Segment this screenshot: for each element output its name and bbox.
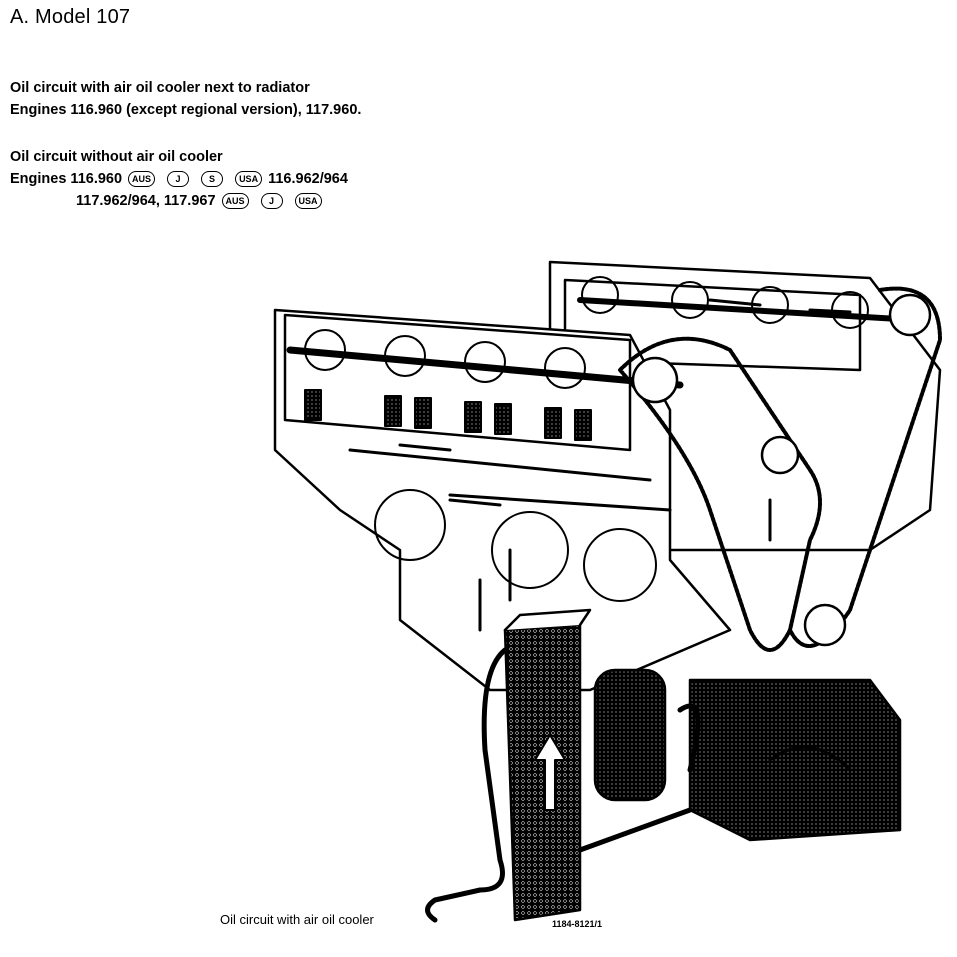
- page-heading: A. Model 107: [10, 6, 131, 28]
- region-badge-usa-2: USA: [294, 193, 322, 209]
- timing-chain: [618, 286, 942, 652]
- without-cooler-title: Oil circuit without air oil cooler: [10, 149, 223, 165]
- oil-filter: [593, 668, 667, 802]
- oil-lines: [425, 647, 701, 923]
- engines-prefix-2: 117.962/964, 117.967: [76, 193, 216, 209]
- oil-flow-arrows: [398, 298, 852, 632]
- without-cooler-engines-line1: Engines 116.960 AUS J S USA 116.962/964: [10, 168, 348, 190]
- description-block-without-cooler: Oil circuit without air oil cooler Engin…: [10, 146, 348, 212]
- region-badge-s: S: [201, 171, 224, 187]
- timing-sprockets: [631, 293, 932, 647]
- region-badge-aus-2: AUS: [221, 193, 249, 209]
- figure-number: 1184-8121/1: [552, 919, 603, 929]
- without-cooler-engines-line2: 117.962/964, 117.967 AUS J USA: [10, 190, 348, 212]
- region-badge-aus: AUS: [128, 171, 156, 187]
- description-block-with-cooler: Oil circuit with air oil cooler next to …: [10, 77, 361, 121]
- region-badge-j: J: [167, 171, 190, 187]
- with-cooler-title: Oil circuit with air oil cooler next to …: [10, 80, 310, 96]
- engines-prefix-1: Engines 116.960: [10, 171, 123, 187]
- figure-caption: Oil circuit with air oil cooler: [220, 912, 374, 927]
- region-badge-j-2: J: [260, 193, 283, 209]
- engine-oil-circuit-illustration: [273, 260, 942, 923]
- region-badge-usa: USA: [235, 171, 263, 187]
- with-cooler-engines: Engines 116.960 (except regional version…: [10, 102, 362, 118]
- engines-suffix-1: 116.962/964: [268, 171, 348, 187]
- air-oil-cooler: [503, 608, 592, 922]
- oil-pan: [688, 678, 902, 842]
